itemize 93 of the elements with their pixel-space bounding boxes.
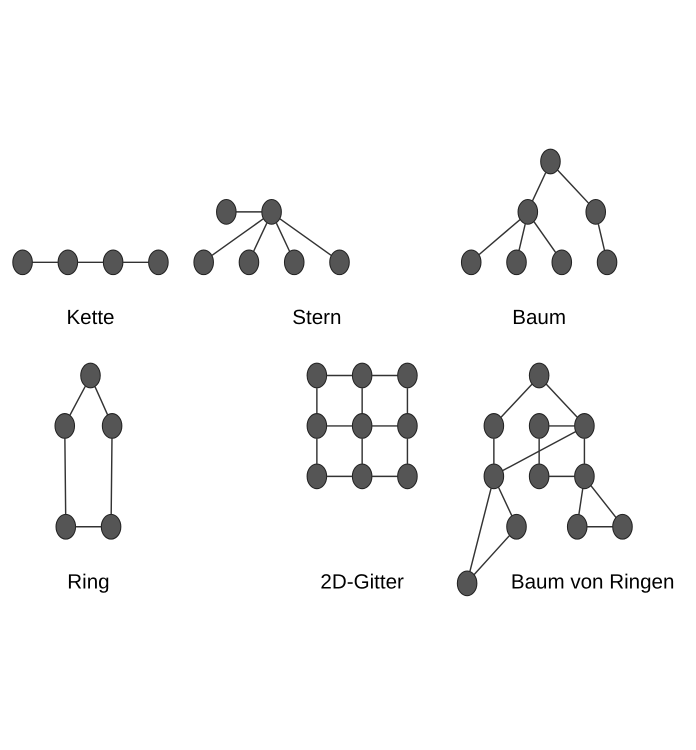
connector [406, 438, 408, 464]
connector [236, 210, 262, 212]
node-circle [460, 248, 482, 275]
connector [478, 218, 520, 255]
node-circle [148, 248, 169, 275]
connector [316, 438, 318, 464]
connector [78, 261, 104, 263]
node-circle [12, 248, 33, 275]
node-circle [80, 362, 101, 388]
connector [546, 383, 578, 418]
connector [32, 261, 58, 263]
node-circle [552, 248, 572, 275]
node-circle [596, 248, 618, 275]
label: Baum von Ringen [510, 570, 674, 594]
node-circle [397, 362, 418, 388]
node-circle [352, 412, 372, 438]
node-circle [238, 248, 260, 275]
connector [502, 430, 576, 471]
connector [94, 386, 108, 414]
label: Ring [67, 570, 110, 594]
connector [518, 223, 526, 250]
connector [123, 261, 148, 263]
connector [578, 488, 584, 514]
connector [590, 484, 616, 518]
node-circle [329, 248, 350, 275]
connector [549, 424, 574, 426]
node-circle [528, 462, 550, 489]
node-circle [56, 513, 76, 540]
node-circle [397, 462, 418, 489]
node-circle [261, 198, 282, 224]
label: Stern [292, 306, 342, 329]
node-circle [352, 462, 372, 489]
label: Baum [512, 306, 566, 329]
connector [406, 388, 408, 413]
node-circle [102, 412, 122, 438]
label: 2D-Gitter [320, 570, 404, 594]
connector [498, 486, 513, 516]
node-circle [528, 412, 550, 438]
label: Kette [66, 306, 115, 329]
connector [361, 438, 363, 464]
connector [538, 438, 540, 464]
connector [372, 374, 398, 376]
node-circle [574, 462, 595, 489]
connector [326, 475, 352, 477]
connector [361, 388, 363, 413]
connector [326, 374, 352, 376]
node-circle [100, 513, 122, 540]
node-circle [284, 248, 305, 275]
node-circle [397, 412, 418, 438]
connector [500, 383, 533, 418]
connector [598, 223, 606, 250]
node-circle [518, 198, 538, 224]
connector [469, 488, 492, 572]
connector [64, 438, 66, 514]
node-circle [540, 148, 561, 174]
node-circle [58, 248, 78, 275]
connector [280, 218, 332, 256]
node-circle [193, 248, 214, 275]
connector [276, 222, 290, 252]
connector [212, 218, 264, 256]
connector [532, 172, 546, 201]
node-circle [456, 570, 478, 596]
connector [372, 424, 398, 426]
node-circle [484, 462, 504, 489]
node-circle [574, 412, 595, 438]
node-circle [306, 362, 328, 388]
node-circle [528, 362, 550, 388]
node-circle [216, 198, 237, 224]
connector [557, 169, 590, 204]
node-circle [484, 412, 504, 438]
node-circle [612, 513, 633, 540]
node-circle [506, 513, 527, 540]
node-circle [102, 248, 124, 275]
connector [372, 475, 398, 477]
connector [584, 438, 586, 464]
connector [326, 424, 352, 426]
connector [69, 385, 86, 415]
connector [110, 438, 113, 514]
connector [316, 388, 318, 413]
node-circle [506, 248, 527, 275]
connector [474, 534, 510, 575]
connector [533, 220, 556, 252]
connector [76, 526, 102, 527]
connector [493, 438, 495, 464]
node-circle [566, 513, 588, 540]
node-circle [54, 412, 76, 438]
connector [587, 526, 613, 527]
node-circle [306, 462, 328, 489]
node-circle [352, 362, 372, 388]
connector [252, 222, 268, 252]
node-circle [585, 198, 606, 224]
node-circle [306, 412, 328, 438]
connector [549, 475, 574, 477]
